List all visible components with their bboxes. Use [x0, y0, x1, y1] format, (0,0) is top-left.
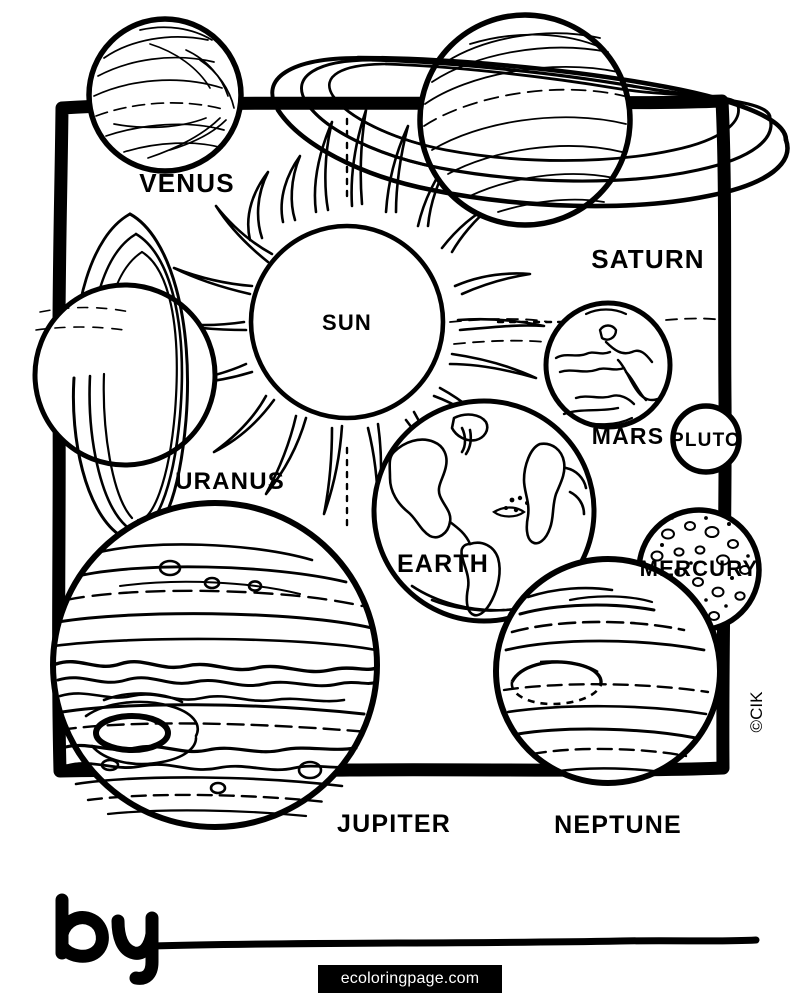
mars-body: [449, 300, 723, 430]
label-mercury: MERCURY: [640, 556, 759, 581]
jupiter-storm-ovals: [100, 559, 323, 795]
saturn-body: [270, 12, 790, 228]
watermark-text: ecoloringpage.com: [340, 970, 480, 987]
label-jupiter: JUPITER: [337, 810, 451, 838]
earth-caribbean-shape: [492, 506, 526, 518]
saturn-rings-front: [275, 55, 790, 209]
label-mars: MARS: [592, 423, 665, 449]
signature-area: [55, 893, 760, 985]
earth-continents: [388, 413, 588, 617]
signature-line: [148, 936, 760, 950]
label-pluto: PLUTO: [671, 430, 741, 451]
watermark-bar: ecoloringpage.com: [318, 965, 502, 993]
jupiter-body: [50, 500, 380, 830]
pluto-disc: [670, 403, 742, 475]
label-sun: SUN: [322, 310, 372, 335]
venus-disc: [86, 16, 244, 174]
uranus-disc: [32, 282, 218, 468]
uranus-rings-front: [71, 212, 190, 540]
uranus-body: [32, 212, 218, 540]
jupiter-great-red-spot: [93, 713, 171, 753]
saturn-bands: [423, 32, 627, 213]
pluto-body: [670, 403, 742, 475]
label-venus: VENUS: [139, 168, 235, 198]
venus-body: [86, 16, 244, 174]
sun-corona-rays: [160, 108, 546, 516]
uranus-surface-marks: [35, 306, 131, 331]
label-uranus: URANUS: [175, 468, 285, 495]
earth-disc: [371, 398, 597, 624]
neptune-body: [493, 556, 723, 786]
sun-body: [108, 108, 586, 532]
venus-cloud-swirls: [93, 26, 235, 159]
mars-disc: [543, 300, 673, 430]
label-earth: EARTH: [397, 550, 489, 578]
label-neptune: NEPTUNE: [554, 811, 682, 839]
sun-disc: [248, 223, 446, 421]
earth-body: [371, 398, 597, 624]
signature-by-text: [55, 893, 159, 985]
jupiter-spot-swirls: [84, 692, 199, 766]
mars-polar-caps: [576, 308, 634, 426]
mars-surface-features: [554, 324, 662, 416]
label-saturn: SATURN: [591, 244, 705, 274]
copyright-mark: ©CIK: [747, 691, 766, 733]
neptune-great-dark-spot: [510, 660, 603, 706]
neptune-disc: [493, 556, 723, 786]
mars-horizon-dashes: [449, 317, 723, 345]
